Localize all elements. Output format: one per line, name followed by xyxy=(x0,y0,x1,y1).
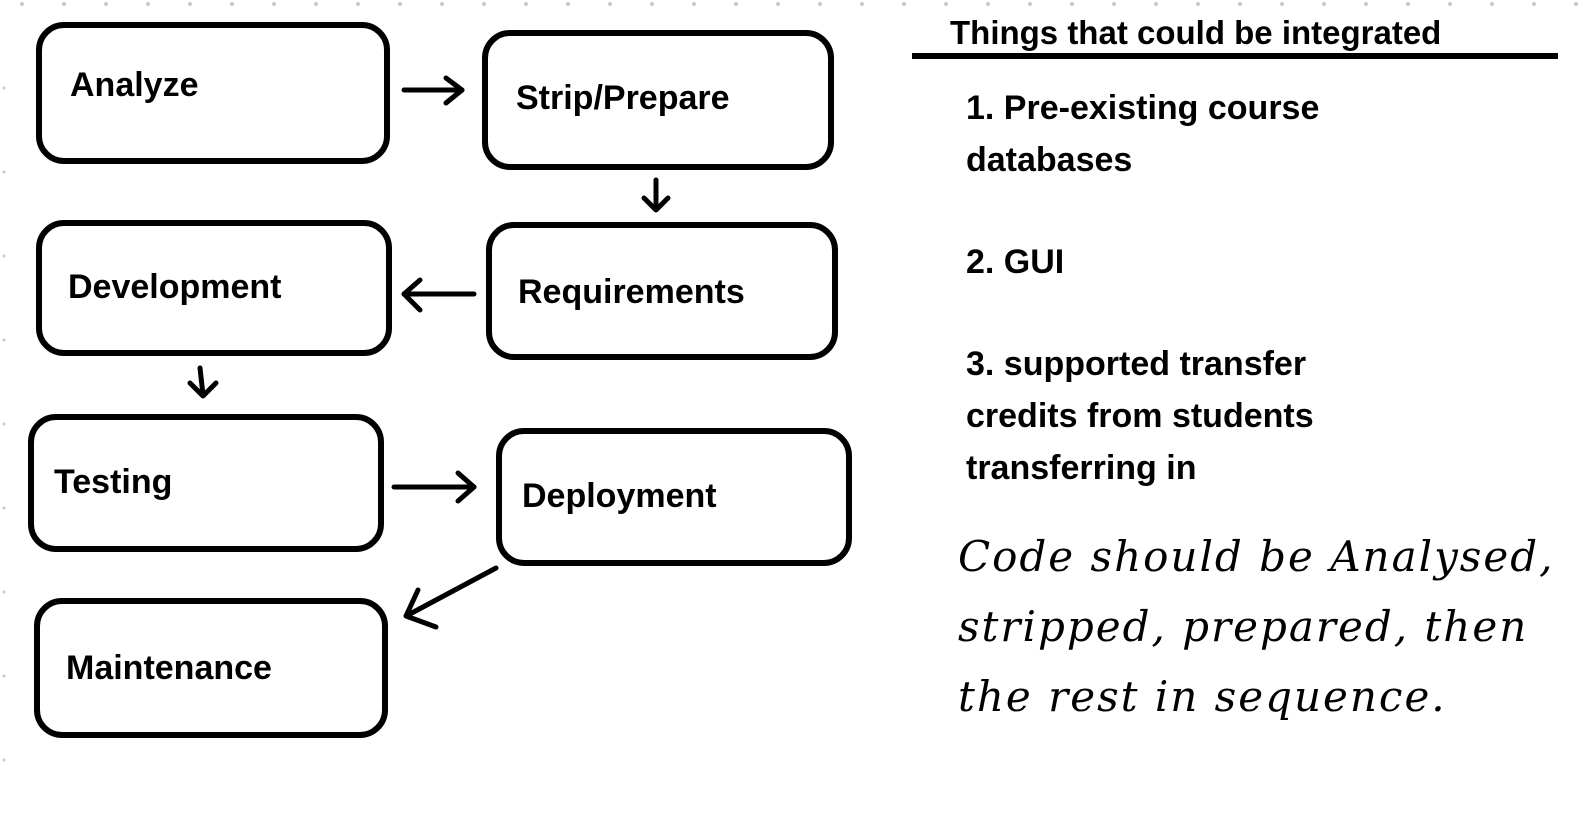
step-label-maintenance: Maintenance xyxy=(66,649,272,687)
arrow-strip-prepare-to-requirements xyxy=(641,177,671,213)
integration-item-1: 1. Pre-existing course databases xyxy=(966,89,1320,179)
step-label-requirements: Requirements xyxy=(518,273,745,311)
step-box-deployment xyxy=(496,428,852,566)
step-box-analyze xyxy=(36,22,390,164)
integration-item-2: 2. GUI xyxy=(966,243,1065,281)
arrow-analyze-to-strip-prepare xyxy=(401,75,465,106)
step-box-maintenance xyxy=(34,598,388,738)
arrow-development-to-testing xyxy=(187,365,219,399)
step-label-development: Development xyxy=(68,268,282,306)
step-label-analyze: Analyze xyxy=(70,66,199,104)
step-box-testing xyxy=(28,414,384,552)
heading-underline xyxy=(912,53,1558,59)
arrow-testing-to-deployment xyxy=(391,470,477,504)
step-label-deployment: Deployment xyxy=(522,477,717,515)
step-label-testing: Testing xyxy=(54,463,173,501)
arrow-requirements-to-development xyxy=(401,277,477,313)
step-box-requirements xyxy=(486,222,838,360)
integration-item-3: 3. supported transfer credits from stude… xyxy=(966,345,1314,487)
step-box-development xyxy=(36,220,392,356)
arrow-deployment-to-maintenance xyxy=(403,565,499,630)
step-label-strip-prepare: Strip/Prepare xyxy=(516,79,730,117)
handwritten-note: Code should be Analysed, stripped, prepa… xyxy=(958,532,1555,721)
integration-heading: Things that could be integrated xyxy=(950,14,1442,51)
step-box-strip-prepare xyxy=(482,30,834,170)
